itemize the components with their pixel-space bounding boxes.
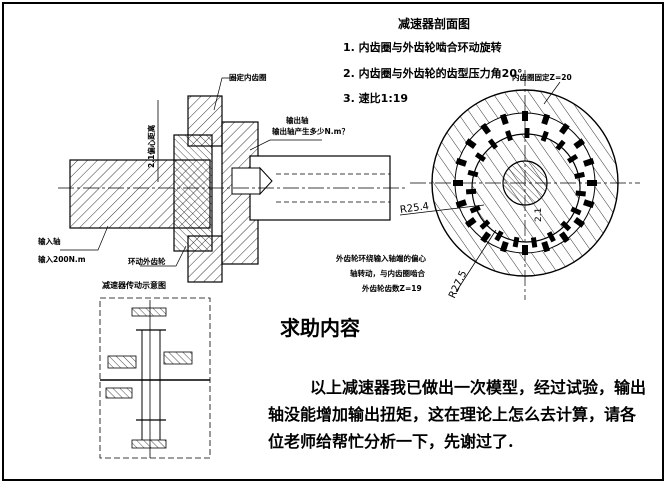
ring-label-leader xyxy=(543,81,561,105)
ring-tooth xyxy=(480,122,491,135)
ring-tooth xyxy=(499,241,509,253)
ring-tooth xyxy=(559,122,570,135)
schematic-gear-left xyxy=(107,355,137,369)
gear-tooth xyxy=(555,139,566,151)
output-shaft-bore xyxy=(231,167,261,195)
ring-tooth xyxy=(573,217,586,228)
notes-title: 减速器剖面图 xyxy=(398,17,471,31)
ring-tooth xyxy=(573,138,586,149)
gear-tooth xyxy=(512,236,520,248)
section-view xyxy=(58,77,405,283)
label-input-torque: 输入200N.m xyxy=(38,255,86,264)
ring-tooth xyxy=(464,217,477,228)
label-output-shaft: 输出轴 xyxy=(286,116,309,125)
ring-tooth xyxy=(455,199,467,209)
schematic-ring-bottom xyxy=(131,439,167,449)
note-item-1: 1. 内齿圈与外齿轮啮合环动旋转 xyxy=(343,41,502,54)
label-output-question: 输出轴产生多少N.m？ xyxy=(272,127,349,136)
schematic xyxy=(99,297,211,459)
end-view xyxy=(399,70,640,300)
ring-tooth xyxy=(541,113,551,125)
gear-tooth xyxy=(566,153,579,164)
schematic-frame xyxy=(99,297,211,459)
gear-tooth xyxy=(474,152,487,163)
label-orbit-gear: 环动外齿轮 xyxy=(128,257,166,266)
ring-tooth xyxy=(583,157,595,167)
orbit-gear-body xyxy=(173,134,213,252)
gear-tooth xyxy=(479,219,491,230)
gear-tooth xyxy=(530,237,538,248)
label-dim-small: 2.1 xyxy=(534,207,544,222)
gear-teeth xyxy=(465,127,586,248)
schematic-gear-right xyxy=(163,351,193,365)
help-body: 以上减速器我已做出一次模型，经过试验，输出轴没能增加输出扭矩，这在理论上怎么去计… xyxy=(268,378,647,451)
ring-tooth xyxy=(480,231,491,244)
label-ext-gear-2: 轴转动，与内齿圈啮合 xyxy=(350,269,425,278)
schematic-gear-lower xyxy=(105,387,133,399)
leader-orbit xyxy=(140,245,187,267)
gear-tooth xyxy=(574,171,585,180)
help-title: 求助内容 xyxy=(280,316,360,340)
note-item-2: 2. 内齿圈与外齿轮的齿型压力角20° xyxy=(343,67,523,80)
gear-tooth xyxy=(465,188,477,195)
gear-tooth xyxy=(546,231,556,243)
label-ext-gear-3: 外齿轮齿数Z=19 xyxy=(362,284,422,293)
bore-tip xyxy=(259,166,273,196)
label-input-shaft: 输入轴 xyxy=(38,237,61,246)
ring-tooth xyxy=(455,157,467,167)
note-item-3: 3. 速比1:19 xyxy=(343,92,409,105)
ring-tooth xyxy=(499,113,509,125)
leader-input xyxy=(60,225,109,251)
ring-tooth xyxy=(541,241,551,253)
label-eccentric: 2.1偏心距离 xyxy=(147,124,156,168)
label-fixed-ring: 固定内齿圈 xyxy=(229,73,267,82)
ring-tooth xyxy=(559,231,570,244)
label-ext-gear-1: 外齿轮环绕输入轴端的偏心 xyxy=(336,254,426,263)
leader-output xyxy=(249,139,322,151)
gear-tooth xyxy=(540,130,549,142)
r1-leader xyxy=(399,204,485,216)
gear-tooth xyxy=(487,138,498,150)
label-schematic-title: 减速器传动示意图 xyxy=(102,281,166,290)
gear-tooth xyxy=(505,130,513,142)
schematic-ring-top xyxy=(131,307,167,317)
r2-leader xyxy=(455,229,497,293)
ring-tooth xyxy=(464,138,477,149)
gear-tooth xyxy=(467,169,479,178)
leader-fixed-ring xyxy=(213,77,240,111)
label-ring-fixed-z: 内齿圈固定Z=20 xyxy=(512,73,572,82)
gear-tooth xyxy=(494,230,504,242)
gear-tooth xyxy=(575,190,586,197)
ring-tooth xyxy=(583,199,595,209)
gear-tooth xyxy=(570,206,582,216)
gear-tooth xyxy=(469,204,481,214)
gear-tooth xyxy=(560,220,572,232)
